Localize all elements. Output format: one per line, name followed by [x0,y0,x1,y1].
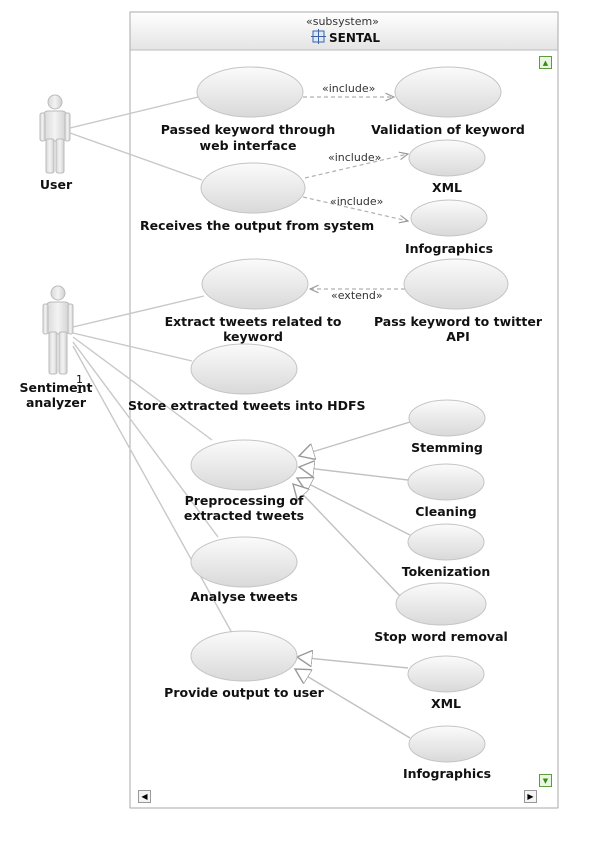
usecase-extract-tweets-label-1: Extract tweets related to [164,314,342,329]
usecase-tokenization-label: Tokenization [401,564,491,579]
actor-sentiment-label-line1: Sentiment [19,380,93,395]
actor-user-figure[interactable] [39,94,71,174]
usecase-stop-word-removal[interactable] [395,582,487,626]
include-label: «include» [322,82,376,95]
usecase-cleaning-label: Cleaning [415,504,477,519]
usecase-passed-keyword-label-2: web interface [199,138,297,153]
usecase-xml-provide[interactable] [407,655,485,693]
usecase-pass-keyword-label-2: API [446,329,470,344]
scroll-down-button[interactable]: ▼ [539,774,552,787]
usecase-provide-output[interactable] [190,630,298,682]
usecase-pass-keyword-api[interactable] [403,258,509,310]
usecase-passed-keyword-label-1: Passed keyword through [160,122,336,137]
dependency-lines [302,97,408,289]
subsystem-icon [311,29,326,44]
usecase-infographics-label: Infographics [404,241,494,256]
include-label: «include» [330,195,384,208]
usecase-preprocessing[interactable] [190,439,298,491]
user-associations [69,96,203,181]
usecase-analyse-tweets[interactable] [190,536,298,588]
usecase-validation-label: Validation of keyword [371,122,525,137]
subsystem-frame [129,11,559,809]
extend-label: «extend» [331,289,383,302]
subsystem-stereotype: «subsystem» [306,15,379,28]
include-label: «include» [328,151,382,164]
usecase-stemming-label: Stemming [411,440,483,455]
usecase-stop-word-label: Stop word removal [374,629,508,644]
multiplicity-label: 1 [76,383,83,396]
usecase-preprocessing-label-1: Preprocessing of [184,493,304,508]
usecase-passed-keyword[interactable] [196,66,304,118]
usecase-infographics-provide[interactable] [408,725,486,763]
actor-sentiment-label-line2: analyzer [25,395,87,410]
usecase-tokenization[interactable] [407,523,485,561]
usecase-pass-keyword-label-1: Pass keyword to twitter [373,314,542,329]
sentiment-associations [72,295,233,634]
scroll-up-button[interactable]: ▲ [539,56,552,69]
usecase-stemming[interactable] [408,399,486,437]
usecase-infographics-provide-label: Infographics [402,766,492,781]
actor-user-label: User [39,177,73,192]
usecase-extract-tweets[interactable] [201,258,309,310]
usecase-xml-label: XML [431,180,463,195]
usecase-receives-output-label: Receives the output from system [140,218,375,233]
usecase-store-tweets[interactable] [190,343,298,395]
usecase-provide-output-label: Provide output to user [164,685,324,700]
usecase-extract-tweets-label-2: keyword [223,329,283,344]
usecase-xml-output[interactable] [408,139,486,177]
usecase-infographics-output[interactable] [410,199,488,237]
usecase-validation-of-keyword[interactable] [394,66,502,118]
scroll-left-button[interactable]: ◀ [138,790,151,803]
actor-sentiment-analyzer-figure[interactable] [42,285,74,375]
usecase-xml-provide-label: XML [430,696,462,711]
generalization-lines [293,421,411,739]
usecase-store-tweets-label: Store extracted tweets into HDFS [128,398,366,413]
subsystem-title: SENTAL [329,31,381,45]
scroll-right-button[interactable]: ▶ [524,790,537,803]
usecase-cleaning[interactable] [407,463,485,501]
multiplicity-label: 1 [76,373,83,386]
usecase-receives-output[interactable] [200,162,306,214]
usecase-preprocessing-label-2: extracted tweets [183,508,305,523]
usecase-analyse-label: Analyse tweets [190,589,298,604]
